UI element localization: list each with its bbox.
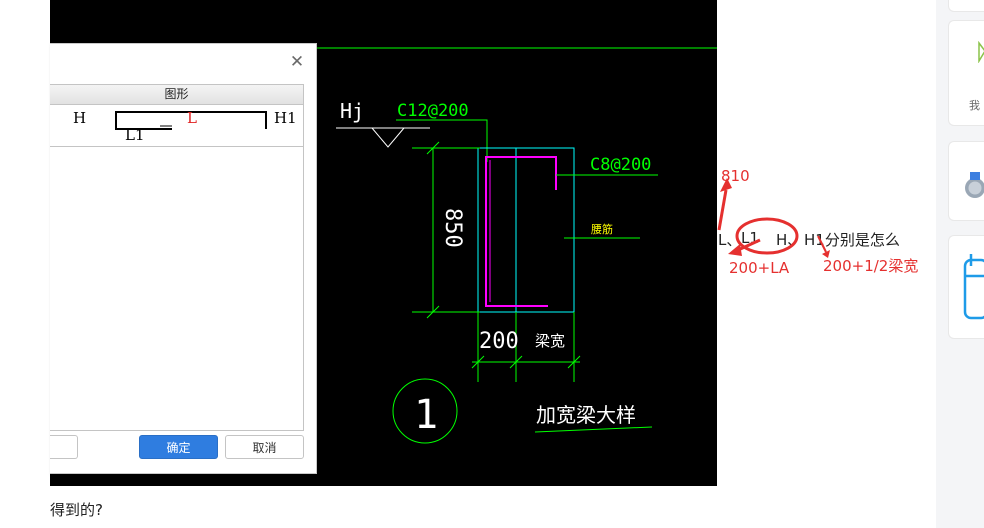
annotation-h1-value: 200+1/2梁宽 bbox=[823, 257, 919, 275]
cad-height-tick-bottom bbox=[426, 305, 440, 319]
sidebar-card-top[interactable] bbox=[948, 0, 984, 12]
sidebar-card-label-fragment: 我 bbox=[969, 99, 980, 112]
shape-label-h1: H1 bbox=[274, 109, 297, 127]
bar-shape-icon bbox=[115, 111, 267, 130]
close-icon[interactable]: ✕ bbox=[289, 52, 305, 72]
sidebar-card-my-profile[interactable]: 我 bbox=[948, 20, 984, 126]
cad-elevation-triangle bbox=[371, 127, 405, 148]
cad-beam-outline bbox=[477, 147, 575, 313]
cad-height-dim-text: 850 bbox=[440, 208, 465, 248]
cad-detail-bubble bbox=[392, 378, 458, 444]
cad-drawing-svg: Hj C12@200 C8@200 腰筋 850 bbox=[50, 47, 717, 444]
star-icon bbox=[978, 41, 984, 63]
cad-height-tick-top bbox=[426, 141, 440, 155]
cad-width-dim-text: 200 bbox=[479, 329, 519, 354]
article-body: Hj C12@200 C8@200 腰筋 850 bbox=[0, 0, 936, 528]
question-line1-tail: H1分别是怎么 bbox=[804, 231, 900, 249]
medal-icon bbox=[965, 172, 984, 198]
cad-top-rebar-label: C12@200 bbox=[397, 101, 469, 121]
cad-stirrup-label: C8@200 bbox=[590, 155, 651, 175]
shape-label-h: H bbox=[73, 109, 87, 127]
annotation-overlay bbox=[717, 178, 830, 258]
sidebar-card-calendar[interactable] bbox=[948, 235, 984, 339]
question-line2: 得到的? bbox=[50, 501, 103, 519]
annotation-l1-value: 200+LA bbox=[729, 259, 790, 277]
cad-detail-number: 1 bbox=[414, 392, 438, 438]
cad-detail-title-underline bbox=[534, 426, 653, 433]
shape-diagram-row: H L H1 L1 bbox=[50, 105, 303, 147]
confirm-button[interactable]: 确定 bbox=[139, 435, 218, 459]
cad-width-tick-right bbox=[567, 355, 581, 369]
calendar-icon bbox=[963, 254, 984, 320]
cad-width-tick-mid bbox=[509, 355, 523, 369]
sidebar-card-medal[interactable] bbox=[948, 141, 984, 221]
rebar-shape-dialog: ✕ 图形 H L H1 L1 确定 取消 bbox=[50, 43, 317, 474]
cad-detail-title: 加宽梁大样 bbox=[536, 403, 636, 427]
cancel-button[interactable]: 取消 bbox=[225, 435, 304, 459]
cad-hj-label: Hj bbox=[340, 99, 364, 123]
cad-top-rebar-leader bbox=[396, 119, 488, 162]
cad-side-note: 腰筋 bbox=[591, 222, 613, 236]
shape-label-l: L bbox=[187, 109, 197, 127]
cad-width-tick-left bbox=[471, 355, 485, 369]
partial-button[interactable] bbox=[50, 435, 78, 459]
cad-width-label: 梁宽 bbox=[535, 332, 565, 350]
shape-panel-header: 图形 bbox=[50, 85, 303, 105]
cad-stirrup bbox=[485, 156, 557, 307]
annotation-l-value: 810 bbox=[721, 167, 750, 185]
shape-panel: 图形 H L H1 L1 bbox=[50, 84, 304, 431]
shape-label-l1: L1 bbox=[125, 126, 145, 144]
